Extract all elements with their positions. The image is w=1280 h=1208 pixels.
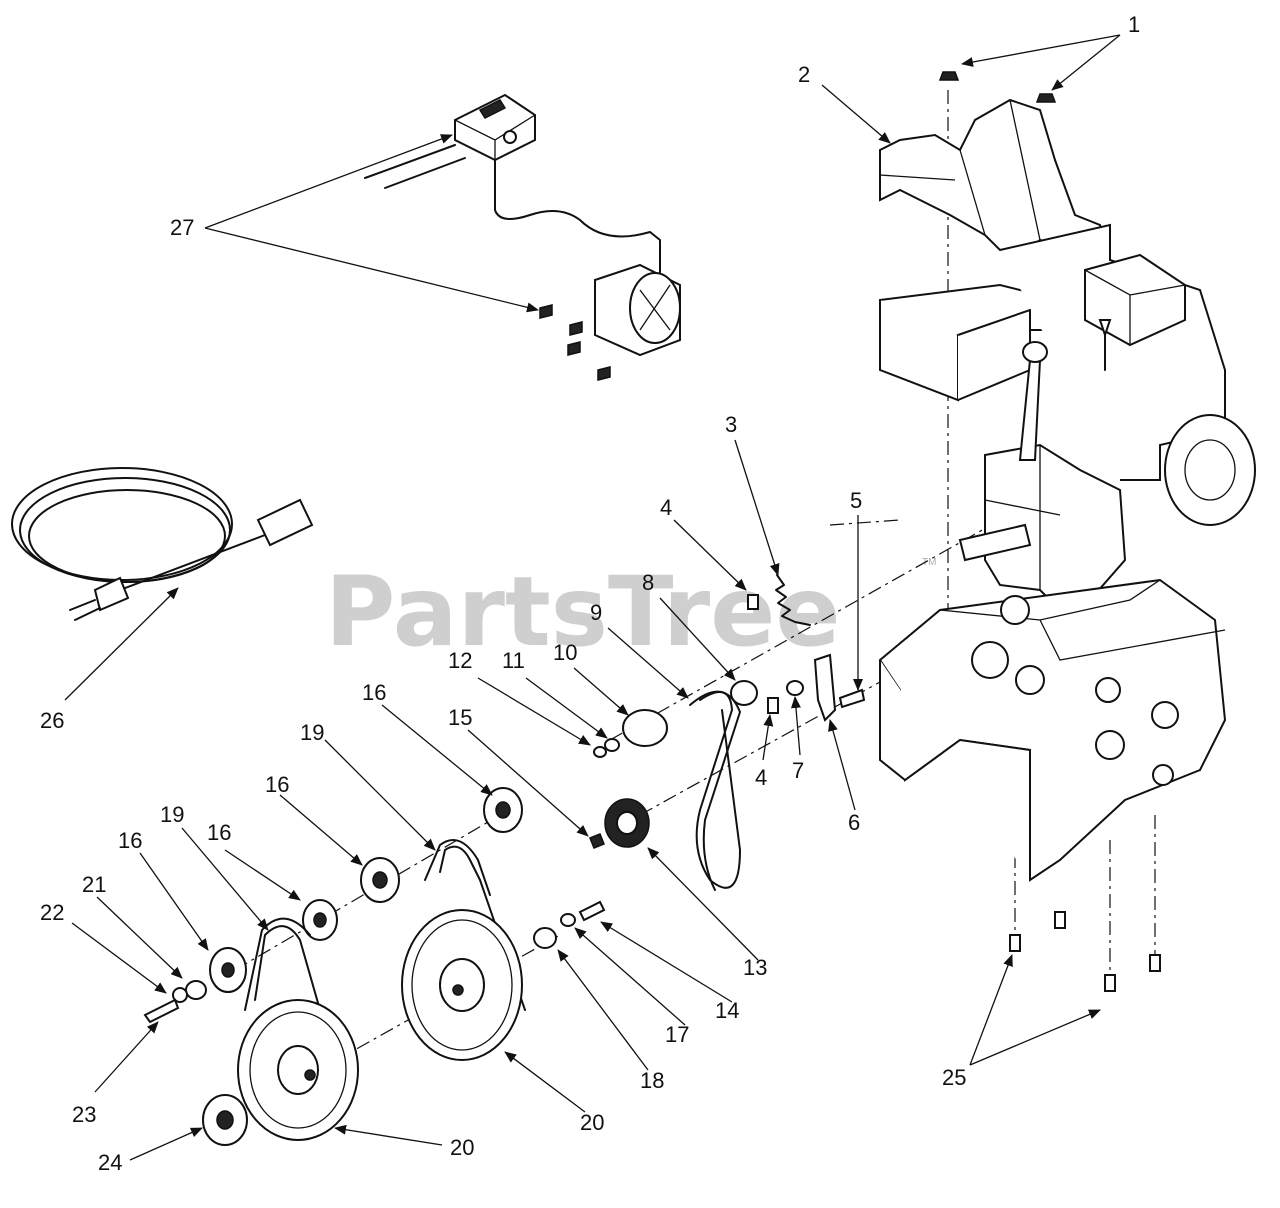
callout-10: 10 [553, 640, 577, 665]
callout-17: 17 [665, 1022, 689, 1047]
callout-25: 25 [942, 1065, 966, 1090]
engine-frame-assembly [878, 71, 1256, 992]
callout-4: 4 [660, 495, 672, 520]
callout-23: 23 [72, 1102, 96, 1127]
pulley-assembly [143, 787, 526, 1146]
callout-16-a: 16 [362, 680, 386, 705]
callout-4-lower: 4 [755, 765, 767, 790]
extension-cord [11, 467, 314, 621]
callout-18: 18 [640, 1068, 664, 1093]
callout-9: 9 [590, 600, 602, 625]
electric-starter-assembly [364, 93, 681, 381]
drive-hardware [533, 574, 866, 949]
callout-11: 11 [502, 648, 525, 673]
callout-7: 7 [792, 758, 804, 783]
callout-labels: 1 2 3 4 5 4 6 7 8 9 10 11 12 13 14 15 16… [40, 12, 1140, 1175]
leader-lines [64, 34, 1121, 1161]
callout-13: 13 [743, 955, 767, 980]
watermark-text: PartsTree [325, 556, 840, 668]
callout-20-a: 20 [580, 1110, 604, 1135]
callout-21: 21 [82, 872, 106, 897]
callout-16-b: 16 [265, 772, 289, 797]
callout-19-b: 19 [160, 802, 184, 827]
callout-16-c: 16 [207, 820, 231, 845]
callout-12: 12 [448, 648, 472, 673]
callout-2: 2 [798, 62, 810, 87]
callout-8: 8 [642, 570, 654, 595]
callout-26: 26 [40, 708, 64, 733]
callout-15: 15 [448, 705, 472, 730]
callout-1: 1 [1128, 12, 1140, 37]
callout-24: 24 [98, 1150, 122, 1175]
callout-5: 5 [850, 488, 862, 513]
callout-6: 6 [848, 810, 860, 835]
trademark-mark: TM [922, 557, 936, 568]
callout-20-b: 20 [450, 1135, 474, 1160]
callout-19-a: 19 [300, 720, 324, 745]
callout-3: 3 [725, 412, 737, 437]
callout-16-d: 16 [118, 828, 142, 853]
callout-14: 14 [715, 998, 739, 1023]
callout-22: 22 [40, 900, 64, 925]
callout-27: 27 [170, 215, 194, 240]
